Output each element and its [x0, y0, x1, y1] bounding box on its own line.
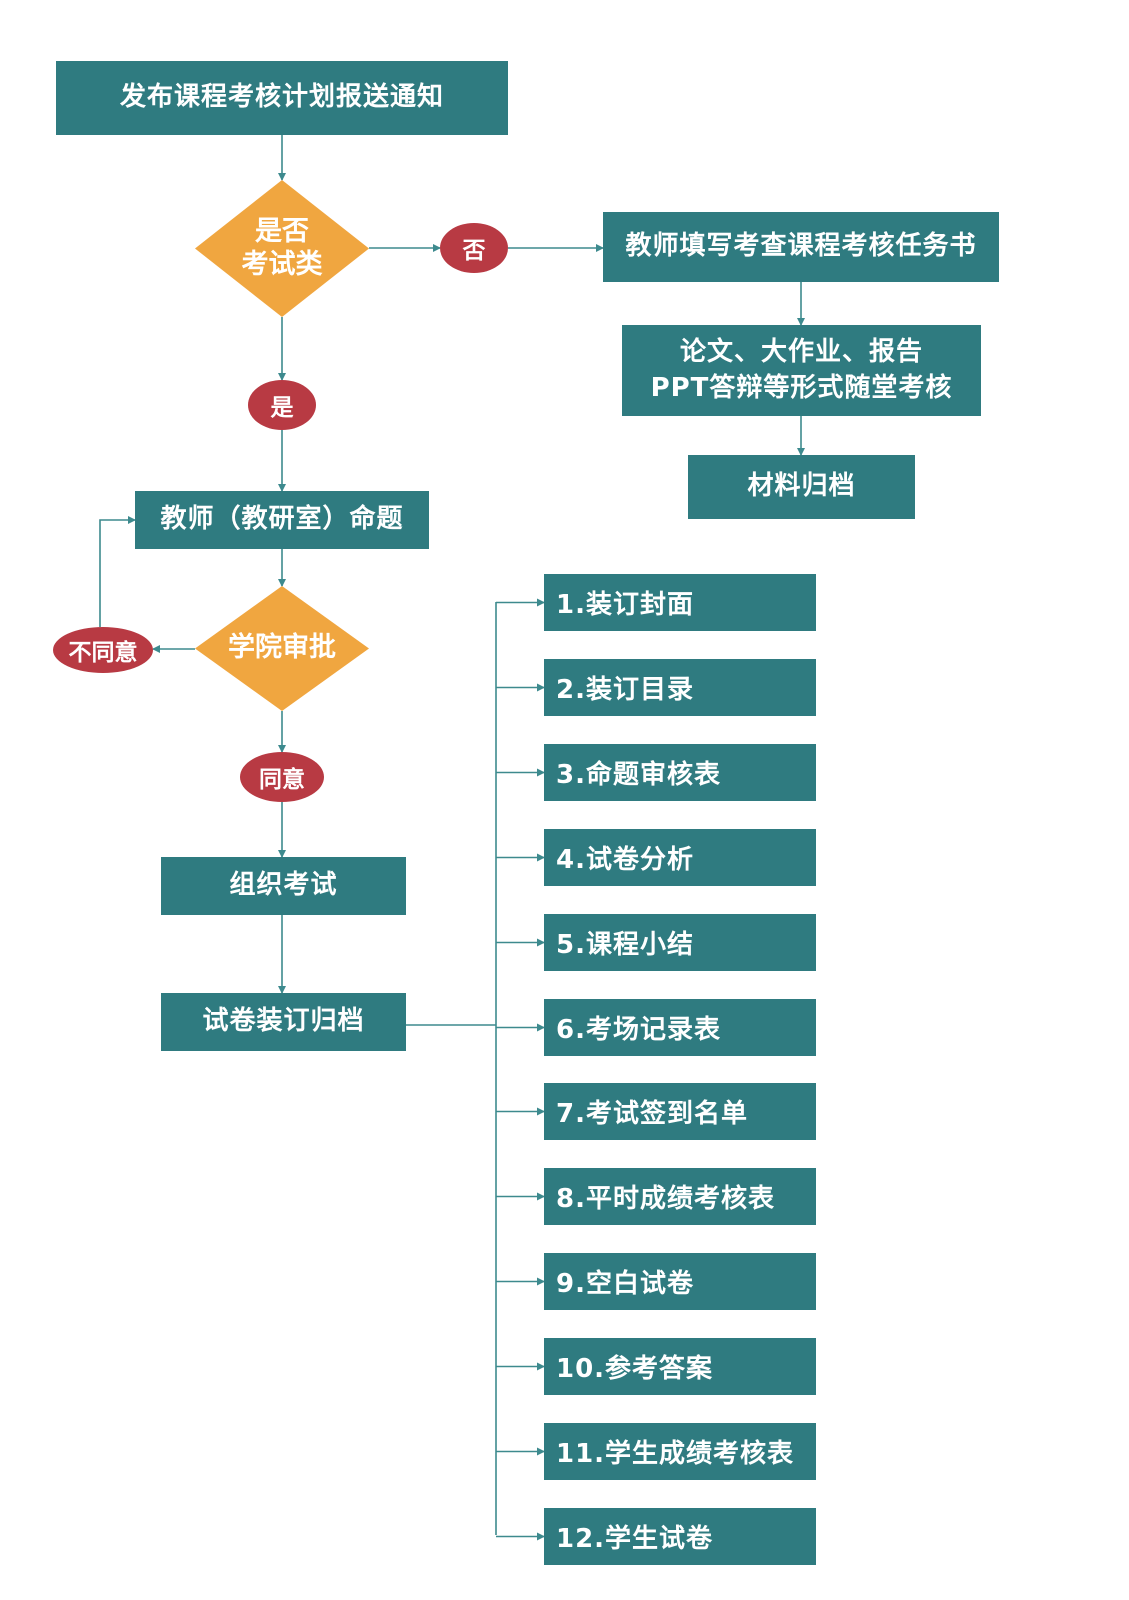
- task-book-node: 教师填写考查课程考核任务书: [603, 212, 999, 282]
- archive-item-label: 11.学生成绩考核表: [556, 1439, 795, 1469]
- bind-archive-node: 试卷装订归档: [161, 993, 406, 1051]
- start-node: 发布课程考核计划报送通知: [56, 61, 508, 135]
- archive-item: 5.课程小结: [544, 914, 816, 971]
- archive-item-label: 10.参考答案: [556, 1354, 714, 1384]
- no-branch-label: 否: [440, 223, 508, 273]
- yes-branch-text: 是: [270, 395, 294, 421]
- archive-item-label: 5.课程小结: [556, 930, 694, 960]
- archive-item-label: 1.装订封面: [556, 590, 694, 620]
- archive-item: 3.命题审核表: [544, 744, 816, 801]
- start-node-label: 发布课程考核计划报送通知: [119, 82, 444, 113]
- agree-label: 同意: [240, 752, 324, 802]
- assessment-forms-line1: 论文、大作业、报告: [679, 337, 923, 368]
- archive-item-label: 7.考试签到名单: [556, 1099, 748, 1129]
- decision-exam-line1: 是否: [255, 216, 309, 248]
- archive-item-label: 9.空白试卷: [556, 1269, 694, 1299]
- archive-item: 11.学生成绩考核表: [544, 1423, 816, 1480]
- archive-item: 4.试卷分析: [544, 829, 816, 886]
- agree-text: 同意: [259, 767, 305, 793]
- archive-item-label: 6.考场记录表: [556, 1015, 721, 1045]
- propose-label: 教师（教研室）命题: [160, 504, 404, 535]
- disagree-text: 不同意: [68, 640, 138, 666]
- task-book-label: 教师填写考查课程考核任务书: [625, 231, 977, 262]
- archive-materials-node: 材料归档: [688, 455, 915, 519]
- yes-branch-label: 是: [248, 380, 316, 430]
- bind-archive-label: 试卷装订归档: [202, 1006, 365, 1037]
- archive-item-label: 4.试卷分析: [556, 845, 694, 875]
- propose-node: 教师（教研室）命题: [135, 491, 429, 549]
- archive-item-label: 2.装订目录: [556, 675, 694, 705]
- archive-item: 12.学生试卷: [544, 1508, 816, 1565]
- approval-diamond: 学院审批: [195, 586, 369, 711]
- line-disagree-loop: [99, 516, 136, 627]
- archive-item: 9.空白试卷: [544, 1253, 816, 1310]
- diamond-shape: [195, 180, 369, 317]
- archive-item: 7.考试签到名单: [544, 1083, 816, 1140]
- decision-exam-diamond: 是否 考试类: [195, 180, 369, 317]
- no-branch-text: 否: [462, 238, 486, 264]
- archive-item-label: 3.命题审核表: [556, 760, 721, 790]
- assessment-forms-line2: PPT答辩等形式随堂考核: [650, 372, 953, 403]
- approval-label: 学院审批: [228, 632, 336, 664]
- decision-exam-line2: 考试类: [241, 248, 323, 280]
- archive-item: 8.平时成绩考核表: [544, 1168, 816, 1225]
- archive-item-label: 8.平时成绩考核表: [556, 1184, 775, 1214]
- archive-materials-label: 材料归档: [747, 471, 856, 502]
- assessment-forms-node: 论文、大作业、报告 PPT答辩等形式随堂考核: [622, 325, 981, 416]
- archive-item: 2.装订目录: [544, 659, 816, 716]
- disagree-label: 不同意: [53, 627, 153, 673]
- archive-item: 6.考场记录表: [544, 999, 816, 1056]
- archive-item-label: 12.学生试卷: [556, 1524, 714, 1554]
- archive-item: 10.参考答案: [544, 1338, 816, 1395]
- organize-exam-node: 组织考试: [161, 857, 406, 915]
- diamond-shape: [195, 586, 369, 711]
- organize-exam-label: 组织考试: [229, 870, 338, 901]
- archive-item: 1.装订封面: [544, 574, 816, 631]
